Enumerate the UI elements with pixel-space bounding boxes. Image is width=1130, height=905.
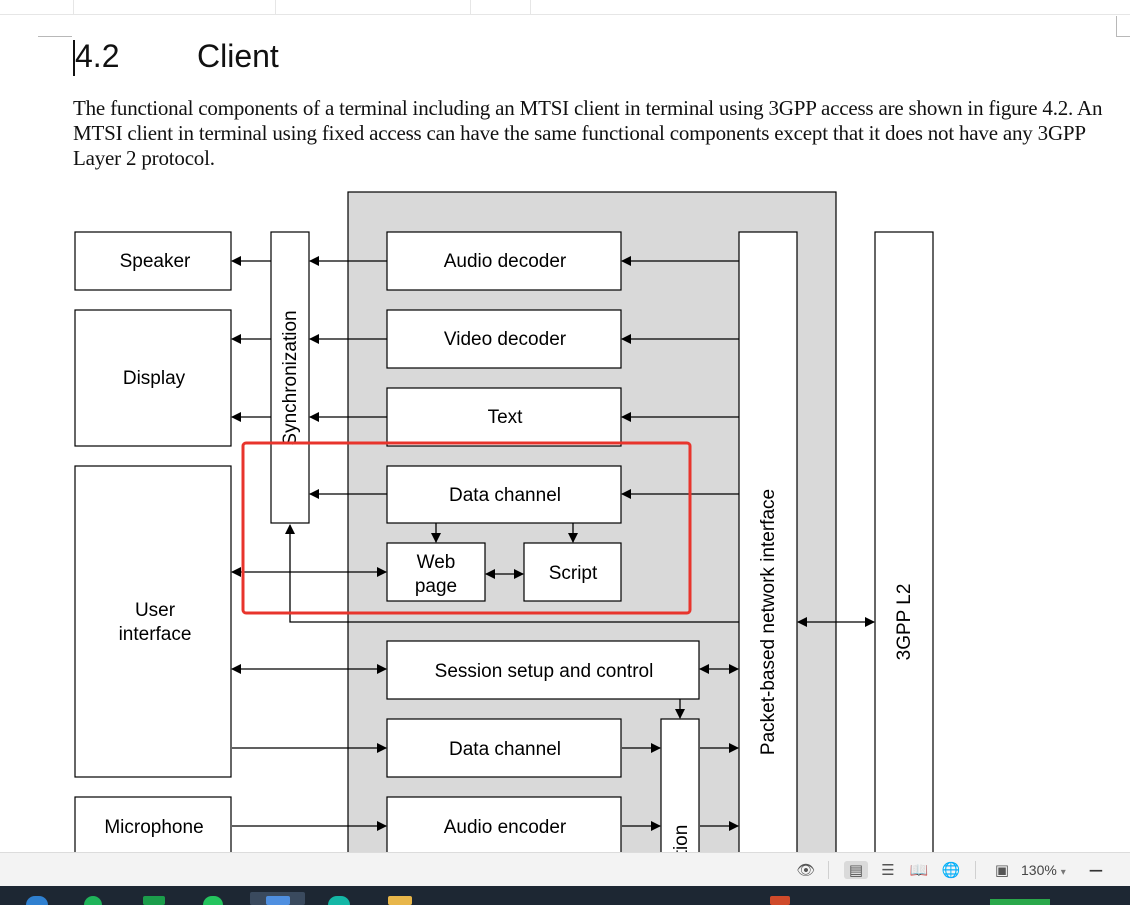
tray-app-icon[interactable]	[770, 896, 790, 905]
green-app-icon[interactable]	[84, 896, 102, 905]
audio-encoder-box: Audio encoder	[386, 796, 622, 852]
chevron-down-icon: ▾	[1060, 867, 1066, 878]
session-setup-label: Session setup and control	[435, 661, 654, 682]
packet-network-interface-box: Packet-based network interface	[738, 231, 798, 852]
page-view-icon[interactable]: ▤	[844, 861, 868, 879]
display-box: Display	[74, 309, 232, 447]
audio-decoder-box: Audio decoder	[386, 231, 622, 291]
video-decoder-box: Video decoder	[386, 309, 622, 369]
ruler-tick	[470, 0, 471, 14]
margin-corner-right	[1116, 16, 1117, 36]
read-mode-icon[interactable]: 📖	[909, 861, 929, 879]
fit-page-icon[interactable]: ▣	[994, 861, 1010, 879]
highlight-rectangle	[241, 441, 692, 615]
green-chat-icon[interactable]	[203, 896, 223, 905]
yellow-app-icon[interactable]	[388, 896, 412, 905]
green-sheet-icon[interactable]	[143, 896, 165, 905]
synchronization-label: Synchronization	[280, 310, 301, 445]
text-label: Text	[488, 407, 524, 428]
section-title: Client	[197, 38, 279, 74]
blue-app-icon[interactable]	[266, 896, 290, 905]
margin-corner-right-h	[1116, 36, 1130, 37]
audio-encoder-label: Audio encoder	[444, 817, 567, 838]
l2-label: 3GPP L2	[894, 584, 915, 661]
taskbar	[0, 886, 1130, 905]
status-divider	[975, 861, 976, 879]
packet-network-interface-label: Packet-based network interface	[758, 489, 779, 755]
video-decoder-label: Video decoder	[444, 329, 567, 350]
data-channel-top-label: Data channel	[449, 485, 561, 506]
web-layout-icon[interactable]: 🌐	[941, 861, 961, 879]
text-cursor	[73, 40, 75, 76]
synchronization-box: Synchronization	[270, 231, 310, 524]
zoom-value: 130%	[1021, 862, 1057, 878]
script-box: Script	[523, 542, 622, 602]
arrows	[231, 256, 875, 831]
user-interface-label-2: interface	[119, 624, 192, 645]
zoom-out-button[interactable]: −	[1087, 858, 1105, 882]
speaker-box: Speaker	[74, 231, 232, 291]
session-setup-box: Session setup and control	[386, 640, 700, 700]
ruler-tick	[73, 0, 74, 14]
ruler-tick	[530, 0, 531, 14]
speaker-label: Speaker	[120, 251, 191, 272]
vscode-icon[interactable]	[26, 896, 48, 905]
margin-corner-left	[38, 36, 72, 37]
section-number: 4.2	[75, 38, 120, 74]
user-interface-box: User interface	[74, 465, 232, 778]
packetization-box: tion	[660, 718, 700, 852]
display-label: Display	[123, 368, 186, 389]
body-paragraph[interactable]: The functional components of a terminal …	[73, 96, 1103, 170]
zoom-level[interactable]: 130% ▾	[1021, 862, 1066, 878]
eye-icon[interactable]: 👁	[796, 861, 816, 879]
teal-app-icon[interactable]	[328, 896, 350, 905]
data-channel-bottom-label: Data channel	[449, 739, 561, 760]
microphone-label: Microphone	[104, 817, 203, 838]
data-channel-bottom-box: Data channel	[386, 718, 622, 778]
web-page-box: Web page	[386, 542, 486, 602]
tray-indicator	[990, 899, 1050, 905]
status-divider	[828, 861, 829, 879]
packetization-label: tion	[671, 825, 692, 852]
web-page-label-2: page	[415, 576, 457, 597]
audio-decoder-label: Audio decoder	[444, 251, 567, 272]
ruler-tick	[275, 0, 276, 14]
l2-box: 3GPP L2	[874, 231, 934, 852]
mtsi-client-diagram: Speaker Display User interface Microphon…	[74, 191, 934, 852]
microphone-box: Microphone	[74, 796, 232, 852]
text-box: Text	[386, 387, 622, 447]
web-page-label-1: Web	[417, 552, 456, 573]
arrow-net-to-sync-feedback	[285, 524, 739, 623]
script-label: Script	[549, 563, 598, 584]
user-interface-label-1: User	[135, 600, 176, 621]
data-channel-top-box: Data channel	[386, 465, 622, 524]
outline-view-icon[interactable]: ☰	[881, 861, 895, 879]
status-bar: 👁 ▤ ☰ 📖 🌐 ▣ 130% ▾ −	[0, 852, 1130, 887]
top-ruler	[0, 0, 1130, 15]
